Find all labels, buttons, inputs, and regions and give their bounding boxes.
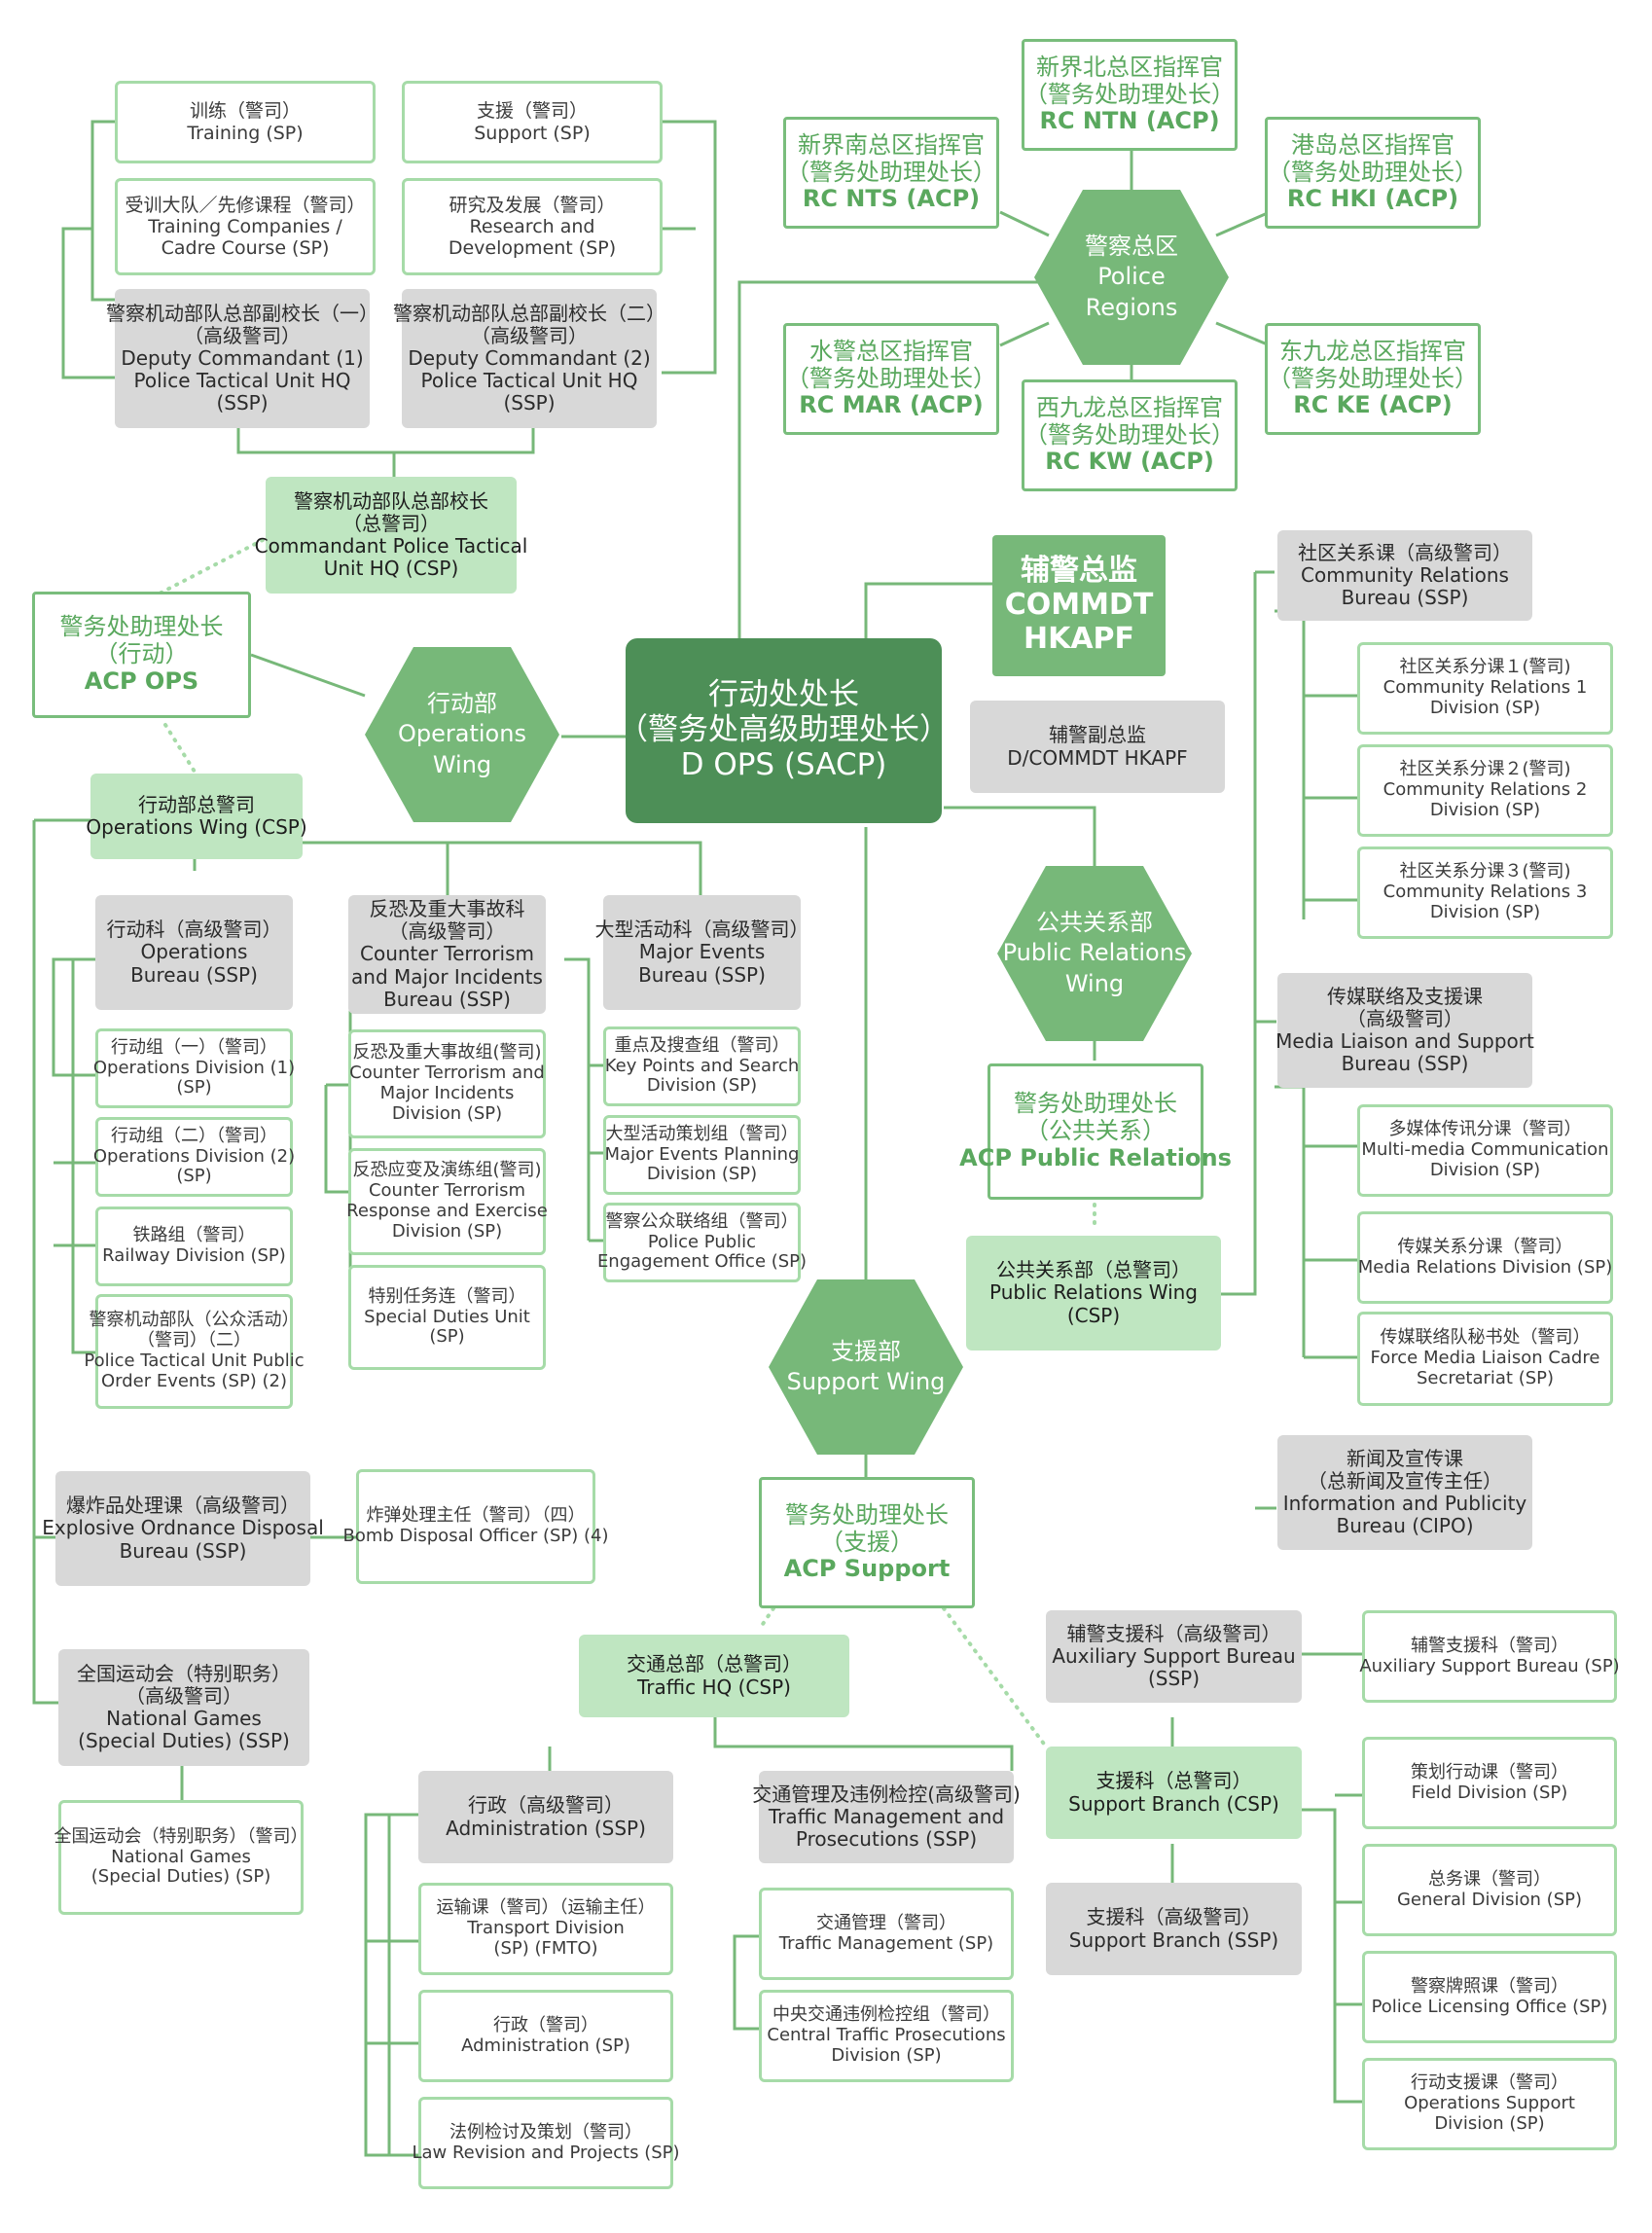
acp-public-relations-box: 警务处助理处长 （公共关系） ACP Public Relations <box>959 1063 1232 1200</box>
major-events-planning-box: 大型活动策划组（警司） Major Events Planning Divisi… <box>603 1115 801 1195</box>
support-sp-box: 支援（警司） Support (SP) <box>402 81 663 163</box>
rc-kw-box: 西九龙总区指挥官 （警务处助理处长） RC KW (ACP) <box>1022 379 1238 491</box>
operations-bureau-box: 行动科（高级警司） Operations Bureau (SSP) <box>95 895 293 1010</box>
deputy-commandant-2-box: 警察机动部队总部副校长（二） （高级警司） Deputy Commandant … <box>393 289 665 428</box>
police-regions-hex: 警察总区 Police Regions <box>1034 190 1229 365</box>
public-relations-wing-hex: 公共关系部 Public Relations Wing <box>997 866 1192 1041</box>
rc-nts-box: 新界南总区指挥官 （警务处助理处长） RC NTS (ACP) <box>783 117 999 229</box>
administration-sp-box: 行政（警司） Administration (SP) <box>418 1990 673 2082</box>
rc-hki-box: 港岛总区指挥官 （警务处助理处长） RC HKI (ACP) <box>1265 117 1481 229</box>
auxiliary-support-bureau-ssp-box: 辅警支援科（高级警司） Auxiliary Support Bureau (SS… <box>1046 1610 1302 1703</box>
traffic-management-prosecutions-box: 交通管理及违例检控(高级警司) Traffic Management and P… <box>752 1771 1021 1863</box>
central-traffic-prosecutions-box: 中央交通违例检控组（警司） Central Traffic Prosecutio… <box>759 1990 1014 2082</box>
law-revision-projects-box: 法例检讨及策划（警司） Law Revision and Projects (S… <box>412 2097 680 2189</box>
community-relations-3-box: 社区关系分课３(警司) Community Relations 3 Divisi… <box>1357 846 1613 939</box>
research-development-box: 研究及发展（警司） Research and Development (SP) <box>402 178 663 275</box>
operations-support-division-box: 行动支援课（警司） Operations Support Division (S… <box>1362 2058 1617 2150</box>
commandant-ptu-hq-box: 警察机动部队总部校长 （总警司） Commandant Police Tacti… <box>255 477 527 594</box>
public-relations-wing-csp-box: 公共关系部（总警司） Public Relations Wing (CSP) <box>966 1236 1221 1351</box>
operations-wing-csp-box: 行动部总警司 Operations Wing (CSP) <box>86 774 307 859</box>
training-companies-box: 受训大队／先修课程（警司） Training Companies / Cadre… <box>115 178 376 275</box>
media-relations-division-box: 传媒关系分课（警司） Media Relations Division (SP) <box>1357 1211 1613 1304</box>
auxiliary-support-bureau-sp-box: 辅警支援科（警司） Auxiliary Support Bureau (SP) <box>1359 1610 1620 1703</box>
railway-division-box: 铁路组（警司） Railway Division (SP) <box>95 1207 293 1286</box>
rc-ke-box: 东九龙总区指挥官 （警务处助理处长） RC KE (ACP) <box>1265 323 1481 435</box>
eod-bureau-box: 爆炸品处理课（高级警司） Explosive Ordnance Disposal… <box>42 1471 324 1586</box>
administration-ssp-box: 行政（高级警司） Administration (SSP) <box>418 1771 673 1863</box>
deputy-commandant-1-box: 警察机动部队总部副校长（一） （高级警司） Deputy Commandant … <box>106 289 378 428</box>
community-relations-bureau-box: 社区关系课（高级警司） Community Relations Bureau (… <box>1277 530 1532 621</box>
operations-division-2-box: 行动组（二）（警司） Operations Division (2) (SP) <box>93 1117 295 1197</box>
key-points-search-box: 重点及搜查组（警司） Key Points and Search Divisio… <box>603 1026 801 1106</box>
multimedia-communication-box: 多媒体传讯分课（警司） Multi-media Communication Di… <box>1357 1104 1613 1197</box>
media-liaison-support-bureau-box: 传媒联络及支援课 （高级警司） Media Liaison and Suppor… <box>1275 973 1534 1088</box>
center-d-ops-box: 行动处处长 （警务处高级助理处长） D OPS (SACP) <box>618 638 950 823</box>
community-relations-2-box: 社区关系分课２(警司) Community Relations 2 Divisi… <box>1357 744 1613 837</box>
dotted-lines <box>154 538 1096 1748</box>
operations-division-1-box: 行动组（一）（警司） Operations Division (1) (SP) <box>93 1028 295 1108</box>
field-division-box: 策划行动课（警司） Field Division (SP) <box>1362 1737 1617 1829</box>
rc-mar-box: 水警总区指挥官 （警务处助理处长） RC MAR (ACP) <box>783 323 999 435</box>
training-sp-box: 训练（警司） Training (SP) <box>115 81 376 163</box>
transport-division-box: 运输课（警司）（运输主任） Transport Division (SP) (F… <box>418 1883 673 1975</box>
national-games-sp-box: 全国运动会（特别职务）（警司） National Games (Special … <box>54 1800 308 1915</box>
police-public-engagement-box: 警察公众联络组（警司） Police Public Engagement Off… <box>597 1203 807 1282</box>
community-relations-1-box: 社区关系分课１(警司) Community Relations 1 Divisi… <box>1357 642 1613 735</box>
counter-terrorism-division-box: 反恐及重大事故组(警司) Counter Terrorism and Major… <box>348 1029 546 1138</box>
support-branch-csp-box: 支援科（总警司） Support Branch (CSP) <box>1046 1747 1302 1839</box>
national-games-ssp-box: 全国运动会（特别职务） （高级警司） National Games (Speci… <box>58 1649 309 1766</box>
rc-ntn-box: 新界北总区指挥官 （警务处助理处长） RC NTN (ACP) <box>1022 39 1238 151</box>
acp-support-box: 警务处助理处长 （支援） ACP Support <box>759 1477 975 1608</box>
commdt-hkapf-box: 辅警总监 COMMDT HKAPF <box>992 535 1166 676</box>
ct-response-exercise-box: 反恐应变及演练组(警司) Counter Terrorism Response … <box>346 1148 548 1255</box>
traffic-hq-csp-box: 交通总部（总警司） Traffic HQ (CSP) <box>579 1635 849 1717</box>
support-branch-ssp-box: 支援科（高级警司） Support Branch (SSP) <box>1046 1883 1302 1975</box>
general-division-box: 总务课（警司） General Division (SP) <box>1362 1844 1617 1936</box>
police-licensing-office-box: 警察牌照课（警司） Police Licensing Office (SP) <box>1362 1951 1617 2043</box>
bomb-disposal-officer-box: 炸弹处理主任（警司）（四） Bomb Disposal Officer (SP)… <box>342 1469 609 1584</box>
counter-terrorism-bureau-box: 反恐及重大事故科 （高级警司） Counter Terrorism and Ma… <box>348 895 546 1014</box>
major-events-bureau-box: 大型活动科（高级警司） Major Events Bureau (SSP) <box>595 895 809 1010</box>
d-commdt-hkapf-box: 辅警副总监 D/COMMDT HKAPF <box>970 701 1225 793</box>
force-media-liaison-box: 传媒联络队秘书处（警司） Force Media Liaison Cadre S… <box>1357 1312 1613 1406</box>
acp-ops-box: 警务处助理处长 （行动） ACP OPS <box>32 592 251 718</box>
ptu-public-order-events-box: 警察机动部队（公众活动） （警司）（二） Police Tactical Uni… <box>84 1294 305 1409</box>
traffic-management-sp-box: 交通管理（警司） Traffic Management (SP) <box>759 1888 1014 1980</box>
information-publicity-bureau-box: 新闻及宣传课 （总新闻及宣传主任） Information and Public… <box>1277 1435 1532 1550</box>
special-duties-unit-box: 特别任务连（警司） Special Duties Unit (SP) <box>348 1265 546 1370</box>
